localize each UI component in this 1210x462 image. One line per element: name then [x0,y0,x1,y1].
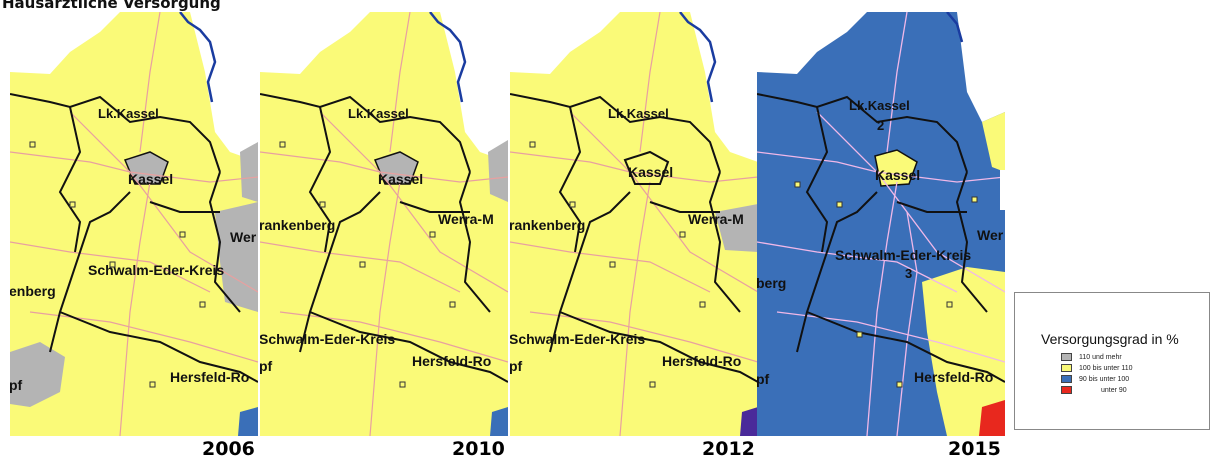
label-pf: pf [10,377,23,393]
district-borders [10,93,258,383]
label-kassel: Kassel [875,167,920,183]
label-werra: Werra-M [438,211,494,227]
legend-swatch [1061,375,1072,383]
town-markers [279,141,456,388]
label-kassel: Kassel [378,171,423,187]
label-frankenberg: rankenberg [510,217,585,233]
map-panel-2006: Lk.Kassel Kassel Schwalm-Eder-Kreis enbe… [10,12,258,436]
year-label-2010: 2010 [452,438,505,460]
label-werra: Werra-M [688,211,744,227]
outside-area [440,12,508,162]
map-panel-2015: Lk.Kassel 2 Kassel Schwalm-Eder-Kreis 3 … [757,12,1005,436]
label-lk-kassel: Lk.Kassel [348,106,409,121]
region-blue [238,407,258,436]
label-lk-kassel: Lk.Kassel [98,106,159,121]
label-schwalm-eder-kreis: Schwalm-Eder-Kreis [510,331,645,347]
legend-row-label: 90 bis unter 100 [1079,376,1130,383]
region-blue [740,407,758,436]
outside-area [510,12,620,74]
label-lk-kassel: Lk.Kassel [608,106,669,121]
label-number-2: 2 [877,118,884,133]
label-hersfeld: Hersfeld-Ro [170,369,249,385]
town-markers [529,141,706,388]
label-pf: pf [510,358,523,374]
outside-area [957,12,1005,122]
region-grey-werra [715,204,758,252]
region-yellow-kassel [874,149,918,187]
map-panel-2010: Lk.Kassel Kassel rankenberg Werra-M Schw… [260,12,508,436]
river-weser [179,12,217,103]
legend-swatch [1061,353,1072,361]
year-label-2015: 2015 [948,438,1001,460]
region-blue [490,407,508,436]
town-markers [794,181,978,388]
map-title: Hausärztliche Versorgung [2,0,221,12]
map-panel-2012: Lk.Kassel Kassel rankenberg Werra-M Schw… [510,12,758,436]
label-schwalm-eder-kreis: Schwalm-Eder-Kreis [260,331,395,347]
district-borders [510,93,758,383]
region-grey-werra [488,140,508,202]
region-red [979,400,1005,436]
legend-swatch [1061,386,1072,394]
label-kassel: Kassel [128,171,173,187]
map-2015: Lk.Kassel 2 Kassel Schwalm-Eder-Kreis 3 … [757,12,1005,436]
label-schwalm-eder-kreis: Schwalm-Eder-Kreis [835,247,971,263]
region-grey-werra [240,142,258,202]
label-hersfeld: Hersfeld-Ro [662,353,741,369]
label-frankenberg: berg [757,275,786,291]
outside-area [190,12,258,162]
label-frankenberg: enberg [10,283,56,299]
legend-row-label: unter 90 [1101,387,1127,394]
label-pf: pf [260,358,273,374]
label-werra: Wer [230,229,257,245]
outside-area [757,12,867,74]
label-schwalm-eder-kreis: Schwalm-Eder-Kreis [88,262,224,278]
legend-title: Versorgungsgrad in % [1041,331,1179,347]
river-weser [429,12,467,103]
region-grey-sw [10,342,65,407]
label-hersfeld: Hersfeld-Ro [914,369,993,385]
year-label-2012: 2012 [702,438,755,460]
label-hersfeld: Hersfeld-Ro [412,353,491,369]
blank-area [1000,170,1096,210]
town-markers [29,141,206,388]
legend: Versorgungsgrad in % 110 und mehr 100 bi… [1014,292,1210,430]
region-yellow-east [982,112,1005,172]
label-frankenberg: rankenberg [260,217,335,233]
region-grey-werra-south [215,202,258,312]
district-borders [260,93,508,383]
river-weser [679,12,717,103]
map-2012: Lk.Kassel Kassel rankenberg Werra-M Schw… [510,12,758,436]
label-kassel: Kassel [628,164,673,180]
outside-area [260,12,370,74]
district-borders [757,93,1005,383]
legend-row-label: 110 und mehr [1079,354,1122,361]
year-label-2006: 2006 [202,438,255,460]
label-pf: pf [757,371,770,387]
roads [757,12,1005,436]
legend-swatch [1061,364,1072,372]
outside-area [10,12,120,74]
label-werra: Wer [977,227,1004,243]
river-weser [946,12,964,43]
legend-row-label: 100 bis unter 110 [1079,365,1133,372]
map-2010: Lk.Kassel Kassel rankenberg Werra-M Schw… [260,12,508,436]
map-2006: Lk.Kassel Kassel Schwalm-Eder-Kreis enbe… [10,12,258,436]
label-number-3: 3 [905,266,912,281]
label-lk-kassel: Lk.Kassel [849,98,910,113]
outside-area [690,12,758,162]
